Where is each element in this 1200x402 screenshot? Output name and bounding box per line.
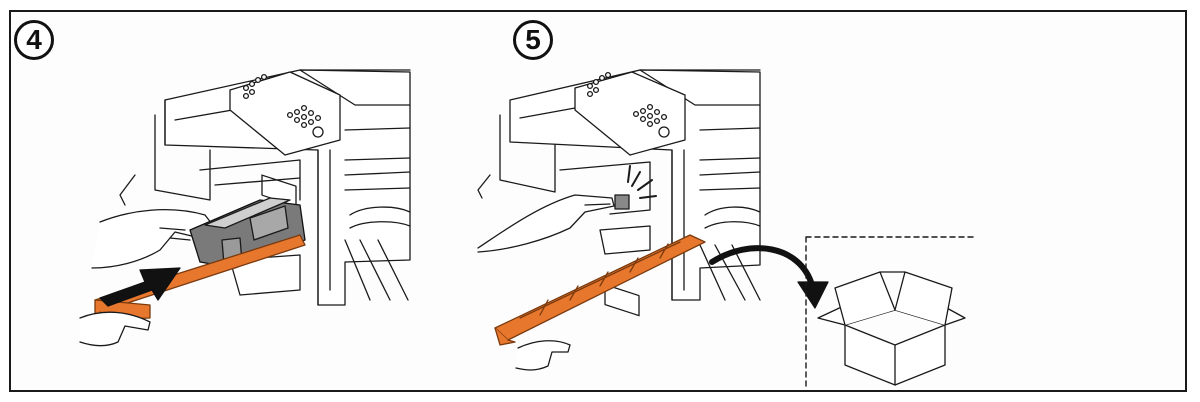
step-4-illustration: [79, 69, 411, 347]
step-number-5: 5: [513, 20, 553, 60]
keypad: [242, 73, 324, 138]
arrow-right-icon: [99, 267, 181, 307]
keypad: [586, 71, 670, 138]
printer-body: [119, 69, 411, 306]
hand-lower: [515, 340, 571, 371]
toner-cartridge-orange: [494, 234, 706, 346]
disposal-area-dashed: [805, 236, 976, 391]
open-box-icon: [817, 271, 966, 386]
step-5-illustration: [477, 69, 976, 391]
hand-lower: [79, 311, 151, 347]
step-number-4: 4: [14, 20, 54, 60]
hand-pressing: [477, 194, 615, 253]
